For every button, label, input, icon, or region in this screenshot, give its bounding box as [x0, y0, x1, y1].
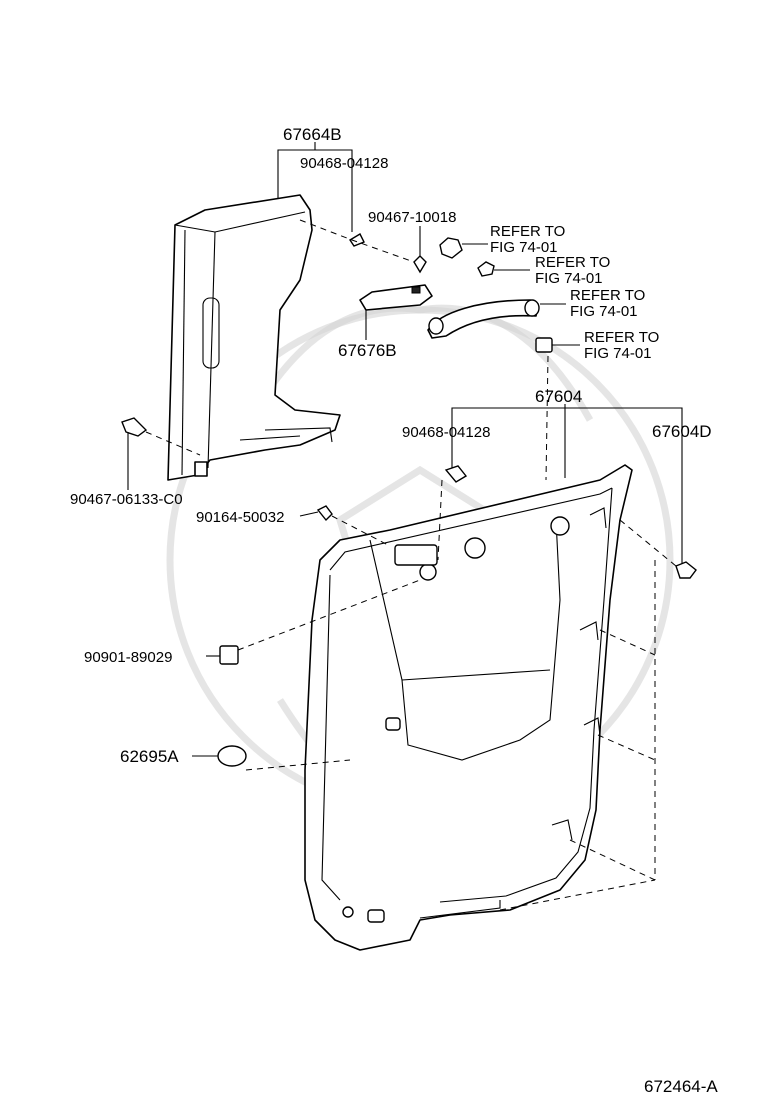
label-62695A: 62695A — [120, 747, 179, 766]
label-67664B: 67664B — [283, 125, 342, 144]
leader-lines — [127, 142, 683, 757]
assembly-dash-lines — [145, 219, 677, 911]
label-refer-4b: FIG 74-01 — [584, 345, 652, 362]
label-90901-89029: 90901-89029 — [84, 649, 172, 666]
label-refer-3a: REFER TO — [570, 287, 645, 304]
label-refer-2a: REFER TO — [535, 254, 610, 271]
label-refer-1a: REFER TO — [490, 223, 565, 240]
label-90468-04128-top: 90468-04128 — [300, 155, 388, 172]
assist-grip — [427, 299, 540, 339]
figure-id: 672464-A — [644, 1077, 718, 1096]
bracket-67676B — [359, 284, 433, 311]
label-90164-50032: 90164-50032 — [196, 509, 284, 526]
label-90467-06133-C0: 90467-06133-C0 — [70, 491, 183, 508]
upper-panel-67664B — [167, 194, 341, 481]
callout-labels: 67664B 90468-04128 90467-10018 REFER TO … — [70, 125, 718, 1096]
label-90468-04128-mid: 90468-04128 — [402, 424, 490, 441]
label-refer-4a: REFER TO — [584, 329, 659, 346]
label-refer-2b: FIG 74-01 — [535, 270, 603, 287]
label-67676B: 67676B — [338, 341, 397, 360]
label-refer-1b: FIG 74-01 — [490, 239, 558, 256]
label-67604: 67604 — [535, 387, 582, 406]
label-refer-3b: FIG 74-01 — [570, 303, 638, 320]
label-90467-10018: 90467-10018 — [368, 209, 456, 226]
label-67604D: 67604D — [652, 422, 712, 441]
door-trim-panel-67604 — [304, 464, 633, 951]
